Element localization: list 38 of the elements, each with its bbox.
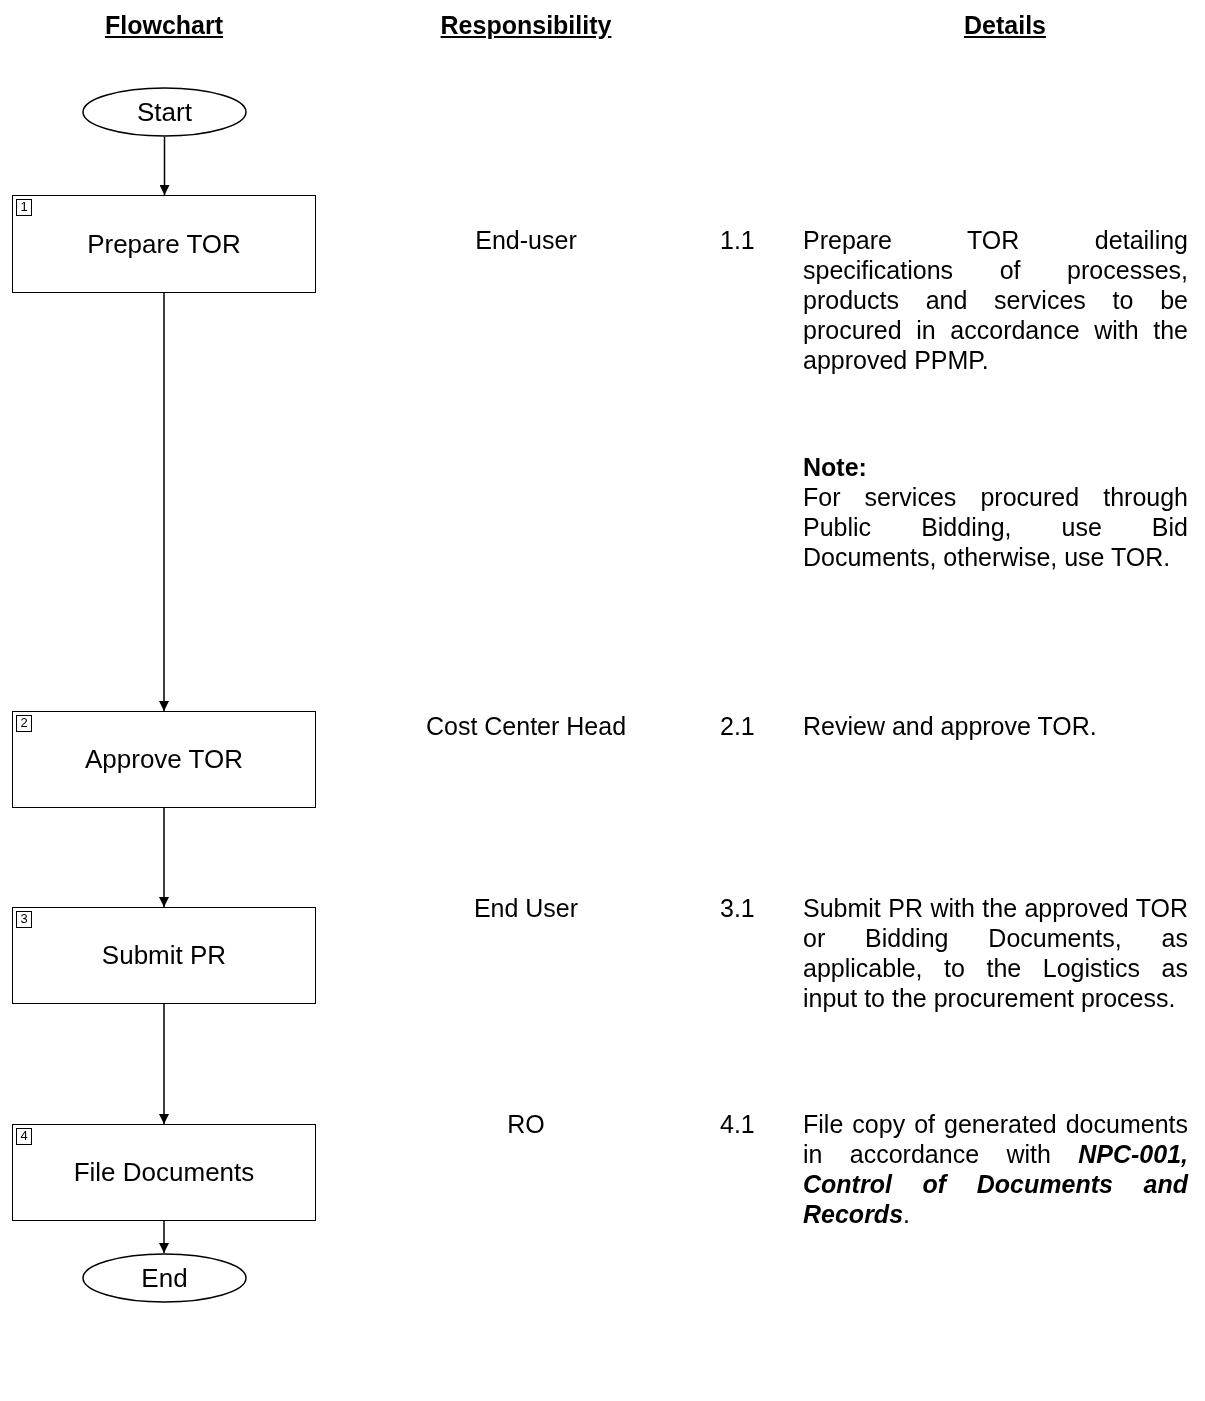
flow-arrow bbox=[159, 1003, 169, 1125]
process-box bbox=[12, 1124, 316, 1221]
column-heading: Responsibility bbox=[439, 10, 613, 40]
node-label: Start bbox=[137, 96, 192, 128]
terminal-oval bbox=[82, 87, 247, 137]
flow-arrow bbox=[159, 807, 169, 908]
step-number: 4.1 bbox=[720, 1109, 756, 1139]
node-label: Approve TOR bbox=[85, 744, 243, 775]
column-heading: Flowchart bbox=[103, 10, 225, 40]
terminal-oval bbox=[82, 1253, 247, 1303]
column-heading: Details bbox=[963, 10, 1047, 40]
step-description: Prepare TOR detailing specifications of processes, products and services to be procured in accordance with the approved PPMP. bbox=[803, 225, 1188, 375]
process-box bbox=[12, 907, 316, 1004]
node-label: Prepare TOR bbox=[87, 228, 241, 260]
note-heading: Note: bbox=[803, 452, 868, 482]
step-number: 3 bbox=[16, 911, 32, 928]
responsibility-text: End-user bbox=[474, 225, 578, 255]
responsibility-text: End User bbox=[472, 893, 580, 923]
node-label: File Documents bbox=[73, 1157, 255, 1188]
step-number: 4 bbox=[16, 1128, 32, 1145]
flow-arrow bbox=[159, 292, 169, 712]
step-number: 3.1 bbox=[720, 893, 756, 923]
note-text: For services procured through Public Bidding, use Bid Documents, otherwise, use TOR. bbox=[803, 482, 1188, 572]
flow-arrow bbox=[159, 136, 170, 196]
node-label: End bbox=[141, 1262, 188, 1294]
process-box bbox=[12, 195, 316, 293]
step-number: 1.1 bbox=[720, 225, 756, 255]
step-number: 1 bbox=[16, 199, 32, 216]
step-number: 2.1 bbox=[720, 711, 756, 741]
step-description: Review and approve TOR. bbox=[803, 711, 1098, 741]
node-label: Submit PR bbox=[101, 940, 227, 971]
step-number: 2 bbox=[16, 715, 32, 732]
responsibility-text: RO bbox=[506, 1109, 546, 1139]
process-box bbox=[12, 711, 316, 808]
step-description: File copy of generated documents in accordance with NPC-001, Control of Documents and Records. bbox=[803, 1109, 1188, 1229]
step-description: Submit PR with the approved TOR or Bidding Documents, as applicable, to the Logistics as input to the procurement process. bbox=[803, 893, 1188, 1013]
responsibility-text: Cost Center Head bbox=[424, 711, 628, 741]
flow-arrow bbox=[159, 1220, 169, 1254]
